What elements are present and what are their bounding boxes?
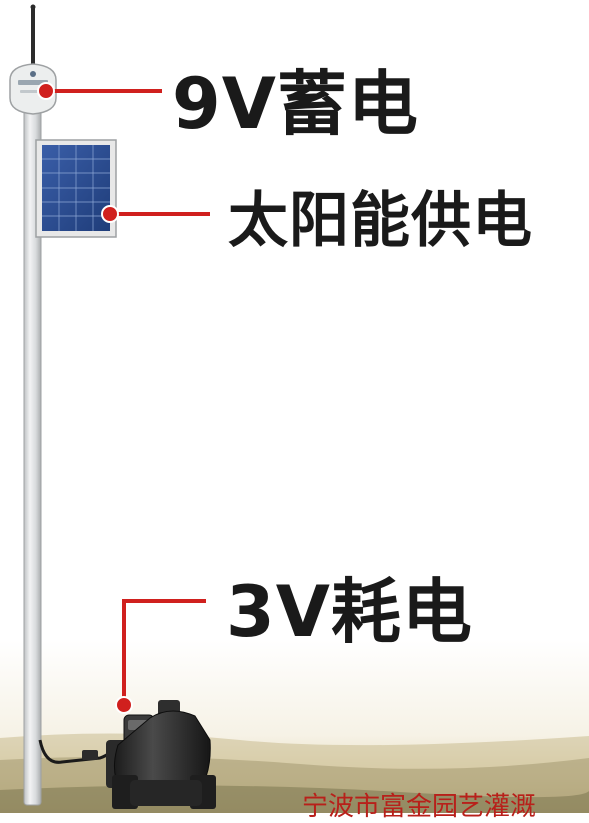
callout-dot-consumption [115,696,133,714]
solar-power-label: 太阳能供电 [228,186,533,256]
solar-panel [35,139,117,238]
battery-controller-box [9,63,57,115]
battery-label: 9V蓄电 [172,63,419,145]
callout-dot-solar [101,205,119,223]
callout-solar [101,205,210,223]
callout-consumption [115,599,206,714]
company-name-text: 宁波市富金园艺灌溉 [302,792,537,822]
consumption-label: 3V耗电 [226,571,473,653]
cable-connector [82,750,98,760]
antenna [30,4,36,70]
callout-dot-battery [37,82,55,100]
solenoid-valve [106,700,216,809]
callout-battery [37,82,162,100]
